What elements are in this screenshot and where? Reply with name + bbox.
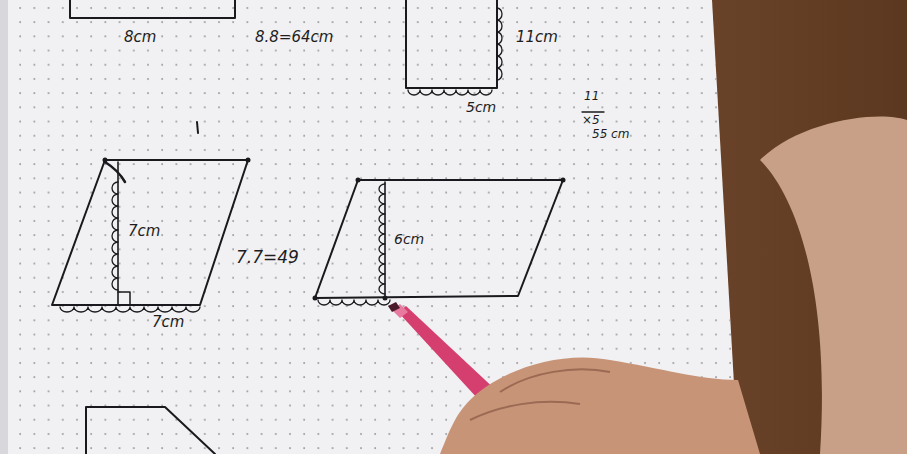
dimension-label: 11cm: [516, 30, 558, 45]
right-angle-mark: [118, 292, 130, 305]
pen-mark: [197, 122, 198, 133]
parallelogram: [315, 180, 563, 298]
height-line: [384, 182, 386, 298]
fraction-denominator: ×5: [582, 114, 600, 126]
fraction-bar: [582, 111, 604, 112]
partial-shape: [86, 407, 215, 454]
dimension-label: 7cm: [152, 315, 184, 330]
fraction-numerator: 11: [584, 90, 599, 102]
dimension-label: 7cm: [128, 224, 160, 239]
result-label: 55 cm: [592, 128, 629, 140]
unit-loops: [318, 300, 390, 305]
dimension-label: 8cm: [124, 30, 156, 45]
pen-mark: [105, 162, 125, 182]
unit-loops: [497, 8, 502, 80]
parallelogram: [52, 160, 248, 305]
square-shape: [70, 0, 235, 18]
rectangle-shape: [406, 0, 497, 88]
hand-with-pen: [388, 116, 907, 454]
unit-loops: [112, 182, 118, 290]
unit-loops: [379, 184, 385, 294]
dimension-label: 6cm: [394, 232, 424, 246]
calculation-label: 8.8=64cm: [255, 30, 333, 45]
calculation-label: 7.7=49: [236, 249, 299, 266]
paper-shadow: [0, 0, 8, 454]
dimension-label: 5cm: [466, 100, 496, 114]
height-line: [117, 162, 119, 305]
unit-loops: [60, 307, 200, 312]
unit-loops: [408, 90, 492, 95]
